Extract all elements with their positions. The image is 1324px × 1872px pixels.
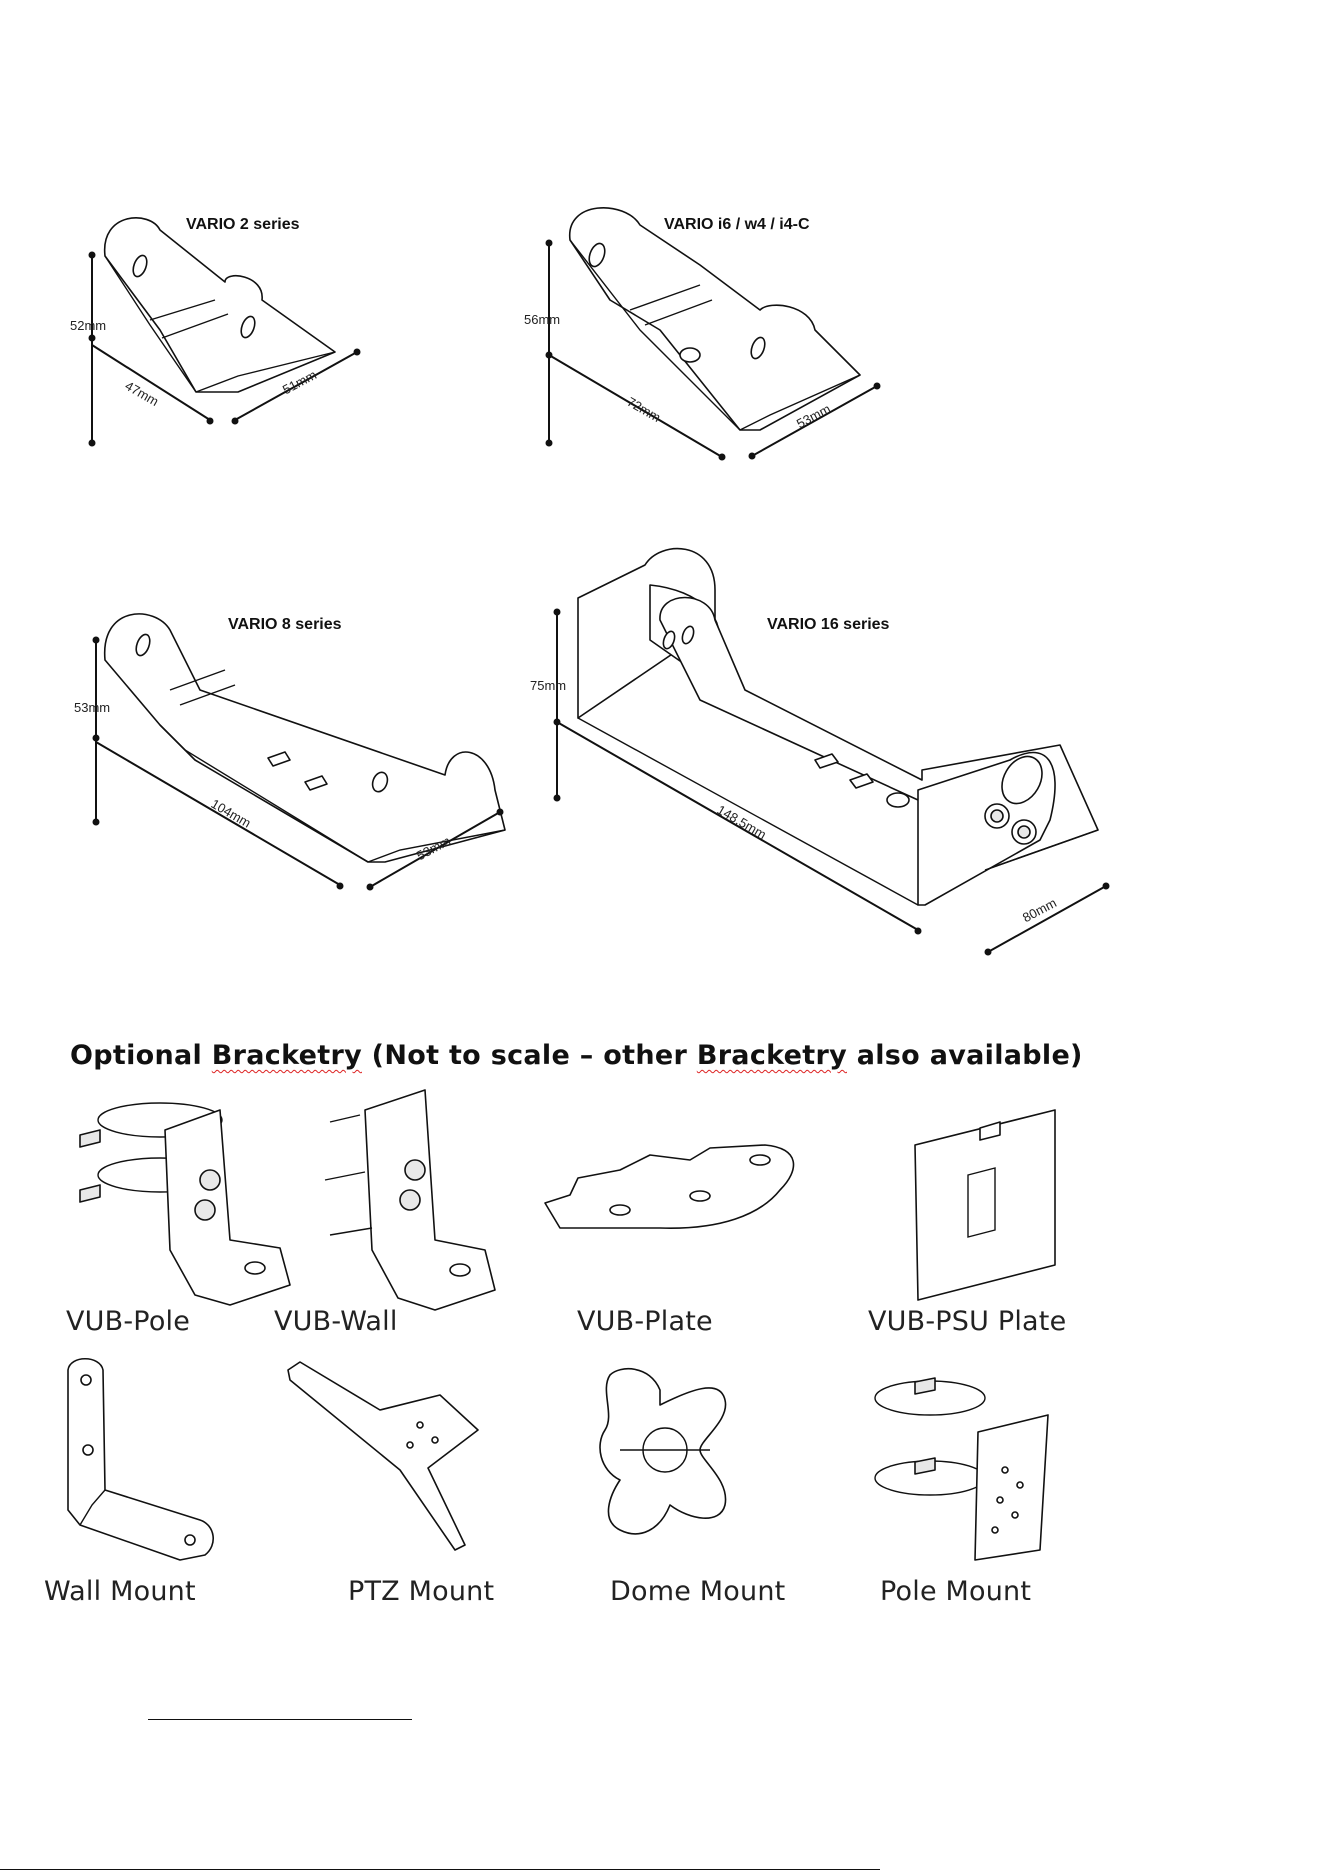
dimension-height: 56mm [524, 312, 560, 327]
heading-tail: also available) [847, 1040, 1083, 1071]
heading-lead: Optional [70, 1040, 212, 1071]
vario-i6-drawing [546, 208, 881, 461]
bracket-title: VARIO i6 / w4 / i4-C [664, 216, 810, 234]
page-bottom-rule [0, 1869, 880, 1870]
item-label-dome-mount: Dome Mount [610, 1576, 785, 1607]
item-label-vub-pole: VUB-Pole [66, 1306, 190, 1337]
item-label-vub-psu-plate: VUB-PSU Plate [868, 1306, 1066, 1337]
dimension-height: 52mm [70, 318, 106, 333]
heading-word: Bracketry [212, 1040, 362, 1071]
dimension-height: 75mm [530, 678, 566, 693]
vub-wall-drawing [325, 1090, 495, 1310]
item-label-pole-mount: Pole Mount [880, 1576, 1031, 1607]
bracket-title: VARIO 8 series [228, 616, 342, 634]
ptz-mount-drawing [288, 1362, 478, 1550]
heading-mid: (Not to scale – other [362, 1040, 697, 1071]
vub-pole-drawing [80, 1103, 290, 1305]
item-label-wall-mount: Wall Mount [44, 1576, 196, 1607]
optional-bracketry-heading: Optional Bracketry (Not to scale – other… [70, 1040, 1083, 1071]
vub-psu-plate-drawing [915, 1110, 1055, 1300]
vario-16-series-drawing [554, 549, 1110, 956]
pole-mount-drawing [875, 1378, 1048, 1560]
footnote-separator [148, 1719, 412, 1720]
vario-2-series-drawing [89, 218, 361, 447]
dome-mount-drawing [600, 1369, 726, 1534]
bracket-title: VARIO 16 series [767, 616, 889, 634]
wall-mount-drawing [68, 1359, 213, 1560]
item-label-vub-wall: VUB-Wall [274, 1306, 398, 1337]
item-label-ptz-mount: PTZ Mount [348, 1576, 494, 1607]
bracket-title: VARIO 2 series [186, 216, 300, 234]
vub-plate-drawing [545, 1145, 794, 1228]
item-label-vub-plate: VUB-Plate [577, 1306, 713, 1337]
heading-word: Bracketry [697, 1040, 847, 1071]
dimension-height: 53mm [74, 700, 110, 715]
